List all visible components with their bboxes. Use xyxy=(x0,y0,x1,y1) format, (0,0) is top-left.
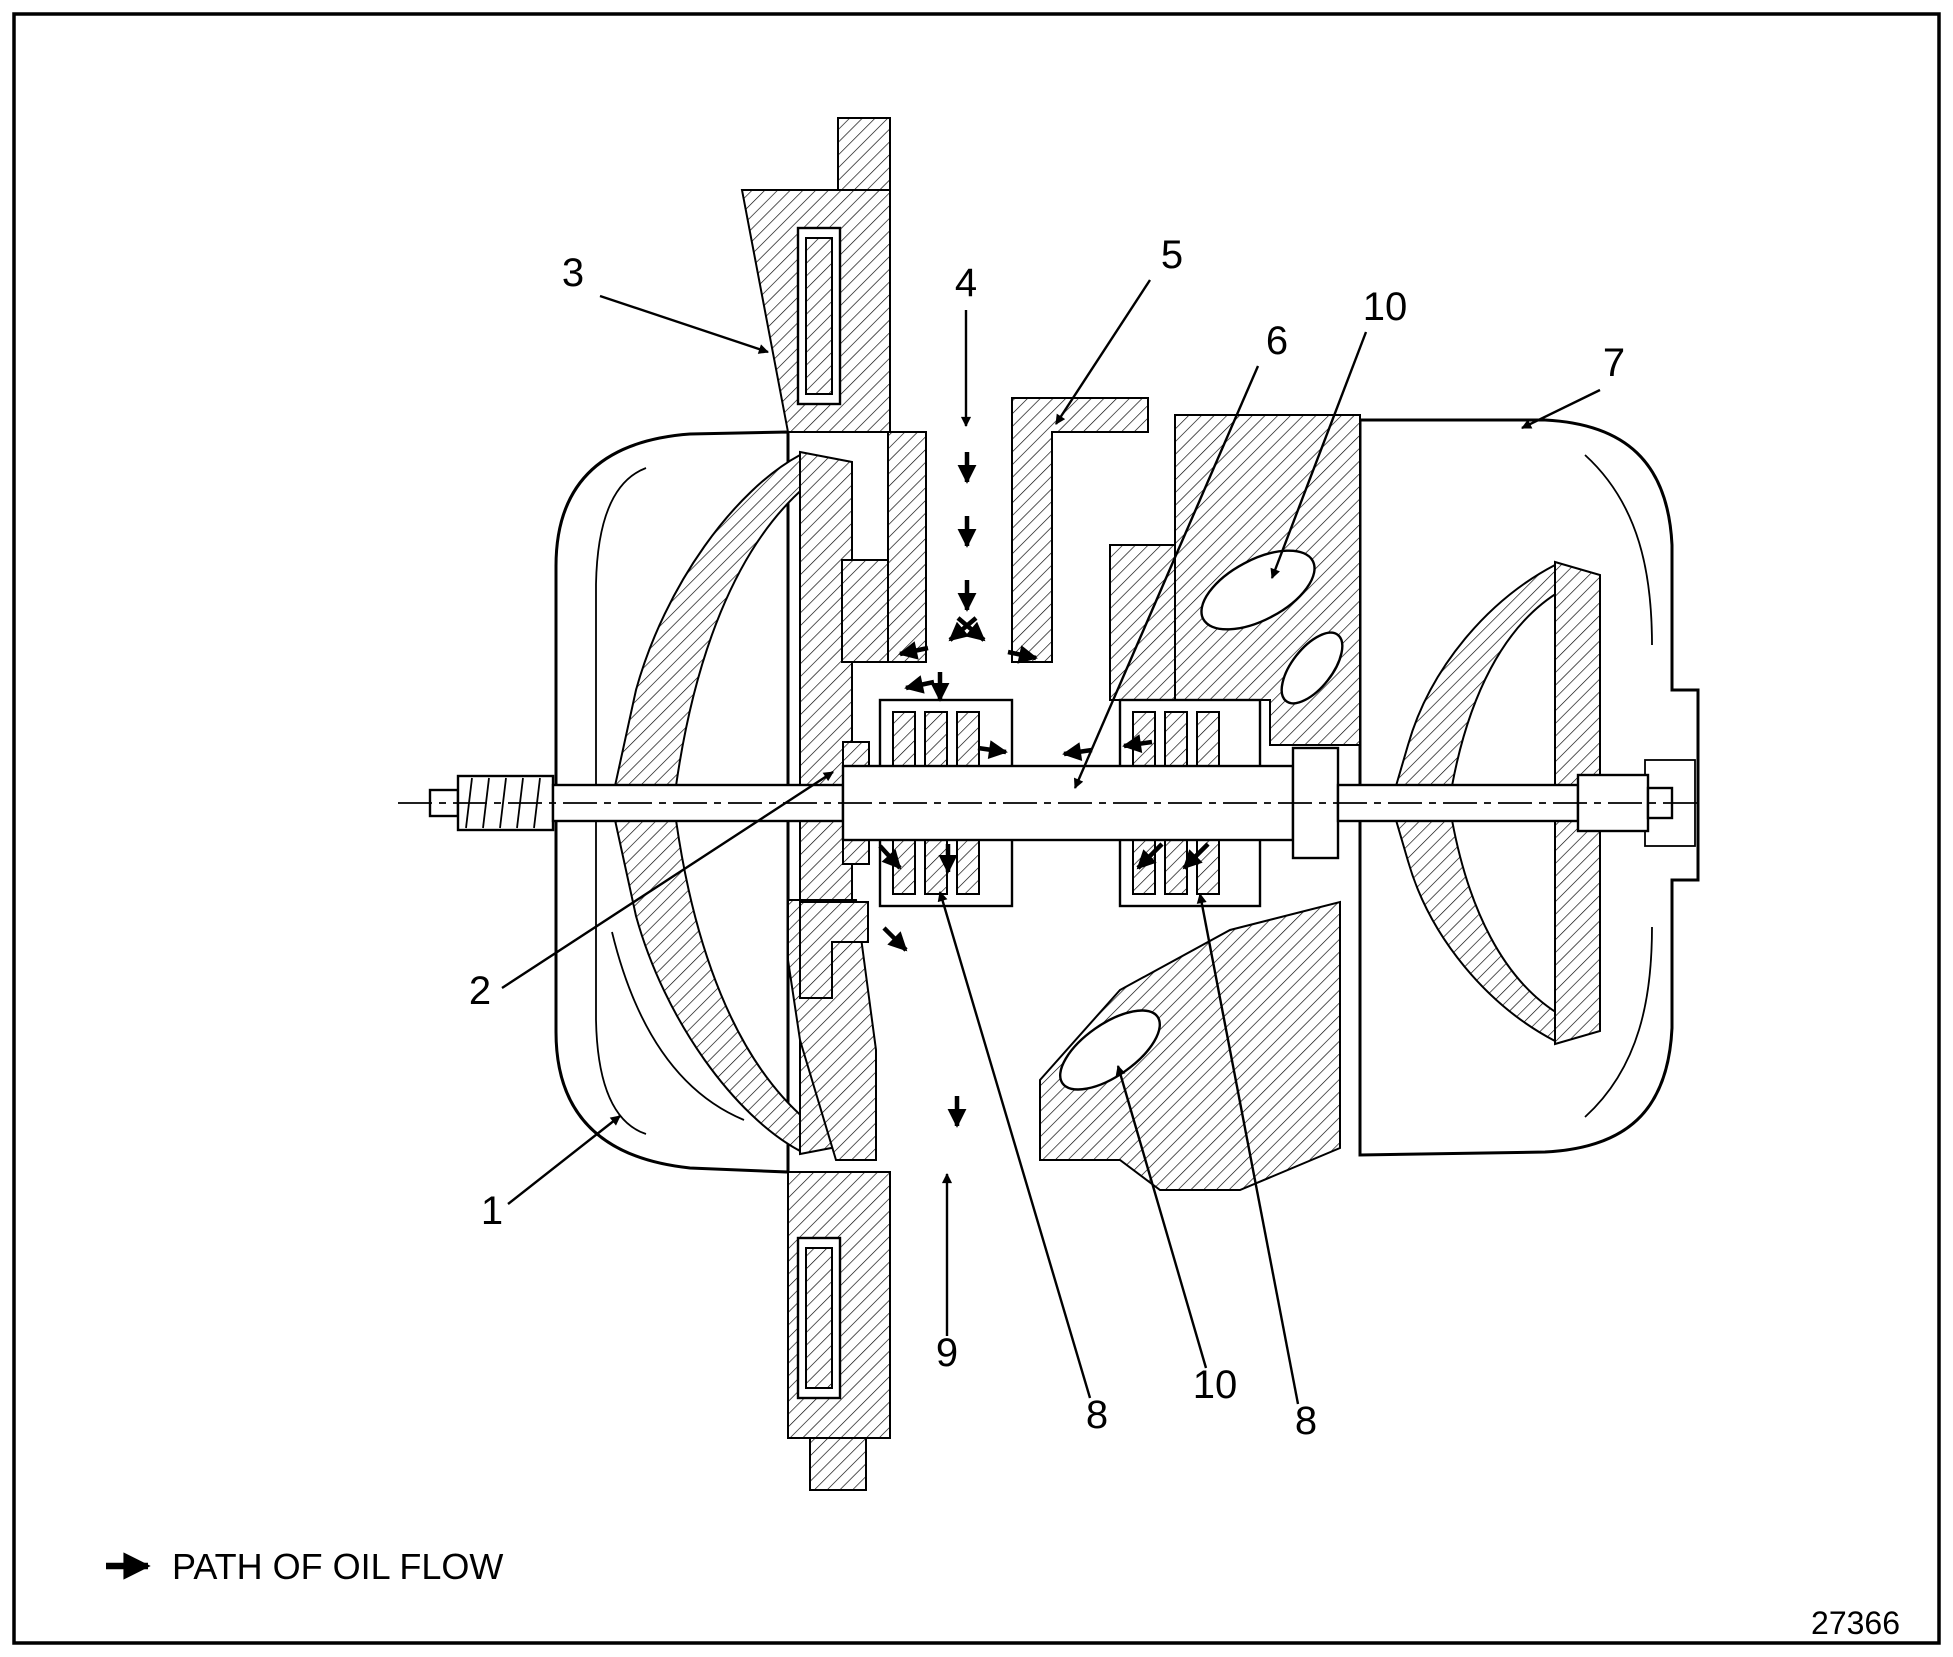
callout-7: 7 xyxy=(1521,341,1625,430)
oil-flow-arrow xyxy=(904,675,935,694)
oil-flow-arrow xyxy=(1062,742,1093,761)
callout-leader xyxy=(1054,279,1152,425)
callout-leader xyxy=(1521,388,1601,430)
callouts: 3 4 5 6 10 7 2 1 xyxy=(469,233,1625,1443)
oil-flow-arrow xyxy=(1007,645,1038,664)
turbine-flange-tab xyxy=(837,117,891,191)
oil-flow-arrows xyxy=(878,452,1210,1128)
callout-leader xyxy=(501,770,834,990)
callout-4: 4 xyxy=(955,261,977,428)
callout-leader xyxy=(1073,365,1260,789)
callout-label: 7 xyxy=(1603,341,1625,385)
callout-label: 3 xyxy=(562,251,584,295)
bearing-housing xyxy=(787,397,1361,1191)
callout-3: 3 xyxy=(562,251,769,354)
callout-label: 8 xyxy=(1086,1393,1108,1437)
oil-cavity-upper xyxy=(1200,549,1316,631)
callout-label: 10 xyxy=(1363,285,1408,329)
oil-inlet-flange xyxy=(1011,397,1149,663)
oil-flow-arrow xyxy=(977,740,1008,759)
callout-leader xyxy=(1115,1065,1208,1369)
oil-flow-arrow xyxy=(1182,842,1210,870)
callout-label: 8 xyxy=(1295,1399,1317,1443)
legend-label: PATH OF OIL FLOW xyxy=(172,1546,503,1587)
callout-label: 10 xyxy=(1193,1363,1238,1407)
oil-inlet-left-wall xyxy=(887,431,927,663)
callout-1: 1 xyxy=(481,1115,621,1233)
callout-label: 4 xyxy=(955,261,977,305)
callout-label: 6 xyxy=(1266,319,1288,363)
oil-flow-arrow xyxy=(878,844,902,870)
drain-right-wall xyxy=(1039,900,1341,1191)
callout-leader xyxy=(937,891,1092,1399)
compressor-wheel xyxy=(1394,560,1601,1046)
callout-6: 6 xyxy=(1073,319,1288,789)
callout-5: 5 xyxy=(1054,233,1183,425)
oil-flow-arrow xyxy=(882,926,908,952)
oil-flow-arrow xyxy=(956,616,986,642)
callout-8-left: 8 xyxy=(937,891,1108,1437)
callout-10-bottom: 10 xyxy=(1115,1065,1238,1407)
callout-9: 9 xyxy=(936,1172,958,1375)
oil-flow-arrow xyxy=(948,616,978,642)
oil-flow-arrow xyxy=(1122,734,1153,753)
legend: PATH OF OIL FLOW xyxy=(106,1546,503,1587)
oil-seal-ring xyxy=(842,741,870,767)
figure-number: 27366 xyxy=(1811,1605,1900,1641)
callout-leader xyxy=(1270,331,1368,579)
oil-flow-arrow xyxy=(1136,842,1164,870)
callout-label: 1 xyxy=(481,1189,503,1233)
turbine-seal-cap xyxy=(841,559,889,663)
callout-label: 9 xyxy=(936,1331,958,1375)
callout-2: 2 xyxy=(469,770,834,1013)
oil-flow-arrow xyxy=(898,641,929,660)
callout-label: 5 xyxy=(1161,233,1183,277)
callout-10-top: 10 xyxy=(1270,285,1408,579)
callout-label: 2 xyxy=(469,969,491,1013)
callout-8-right: 8 xyxy=(1196,893,1317,1443)
callout-leader xyxy=(507,1115,621,1205)
callout-leader xyxy=(1196,893,1300,1405)
callout-leader xyxy=(599,294,769,354)
